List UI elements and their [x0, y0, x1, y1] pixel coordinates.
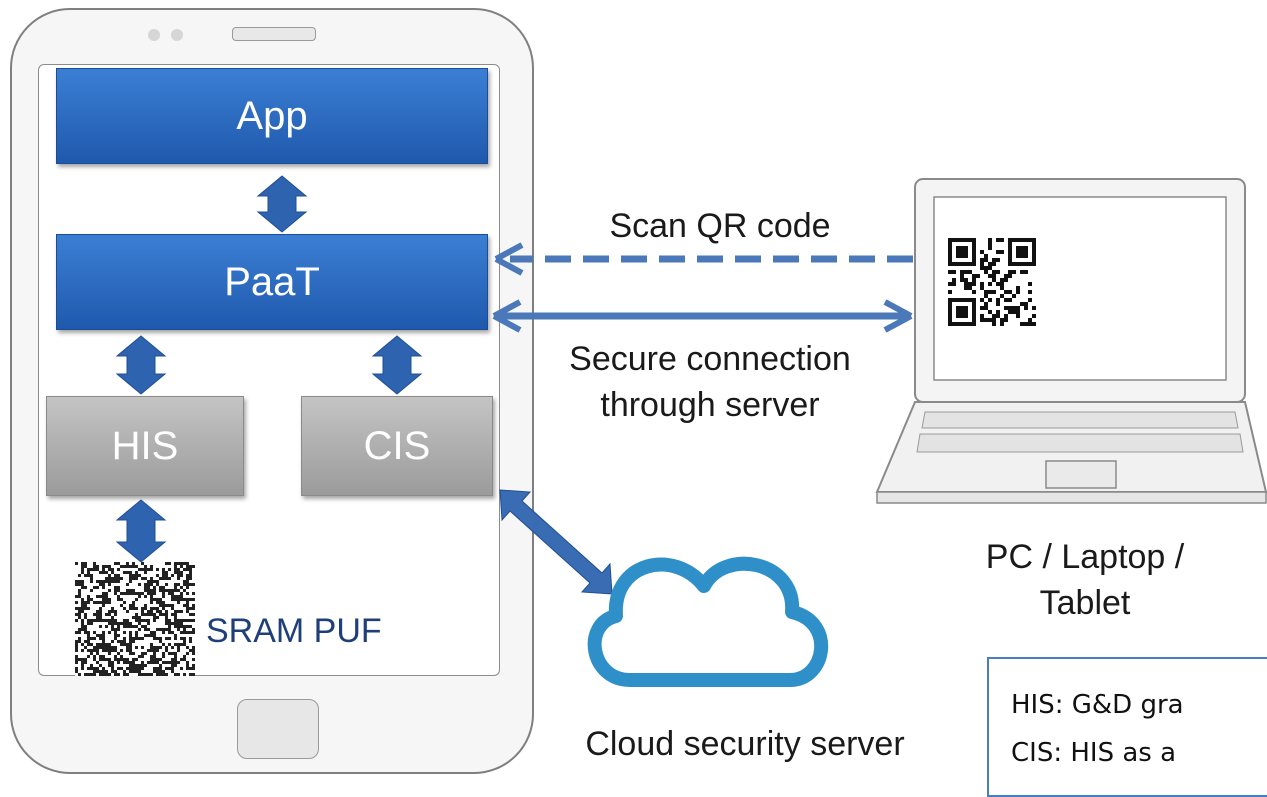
his-block: HIS [46, 396, 244, 496]
secure-connection-arrow [492, 299, 913, 333]
cloud-label: Cloud security server [585, 725, 905, 763]
laptop-icon [875, 178, 1267, 504]
cloud-connection-arrow [499, 489, 613, 595]
app-block: App [56, 68, 488, 164]
qr-code-icon [948, 238, 1036, 326]
paat-label: PaaT [224, 259, 320, 304]
phone-sensor-dot [171, 29, 183, 41]
app-label: App [236, 93, 308, 138]
secure-connection-label-line1: Secure connection [569, 340, 851, 378]
phone-camera-dot [148, 29, 160, 41]
app-paat-arrow [256, 175, 308, 233]
his-puf-arrow [115, 499, 167, 563]
cloud-icon [587, 556, 828, 687]
secure-connection-label-line2: through server [600, 386, 820, 424]
laptop-label-line2: Tablet [1039, 584, 1131, 622]
laptop-label-line1: PC / Laptop / [985, 538, 1185, 576]
legend-line-cis: CIS: HIS as a [1011, 738, 1177, 768]
phone-speaker [232, 27, 316, 41]
cis-block: CIS [301, 396, 493, 496]
sram-puf-pattern [75, 562, 195, 676]
scan-qr-arrow [494, 242, 913, 276]
sram-puf-label: SRAM PUF [206, 612, 382, 650]
paat-cis-arrow [371, 335, 423, 395]
his-label: HIS [111, 423, 179, 468]
scan-qr-label: Scan QR code [609, 207, 831, 245]
diagram-graphics [75, 175, 1267, 687]
phone-home-button [237, 699, 319, 759]
legend-line-his: HIS: G&D gra [1011, 690, 1184, 720]
legend-box: HIS: G&D gra CIS: HIS as a [987, 657, 1267, 797]
paat-block: PaaT [56, 234, 488, 330]
paat-his-arrow [115, 335, 167, 395]
cis-label: CIS [363, 423, 431, 468]
